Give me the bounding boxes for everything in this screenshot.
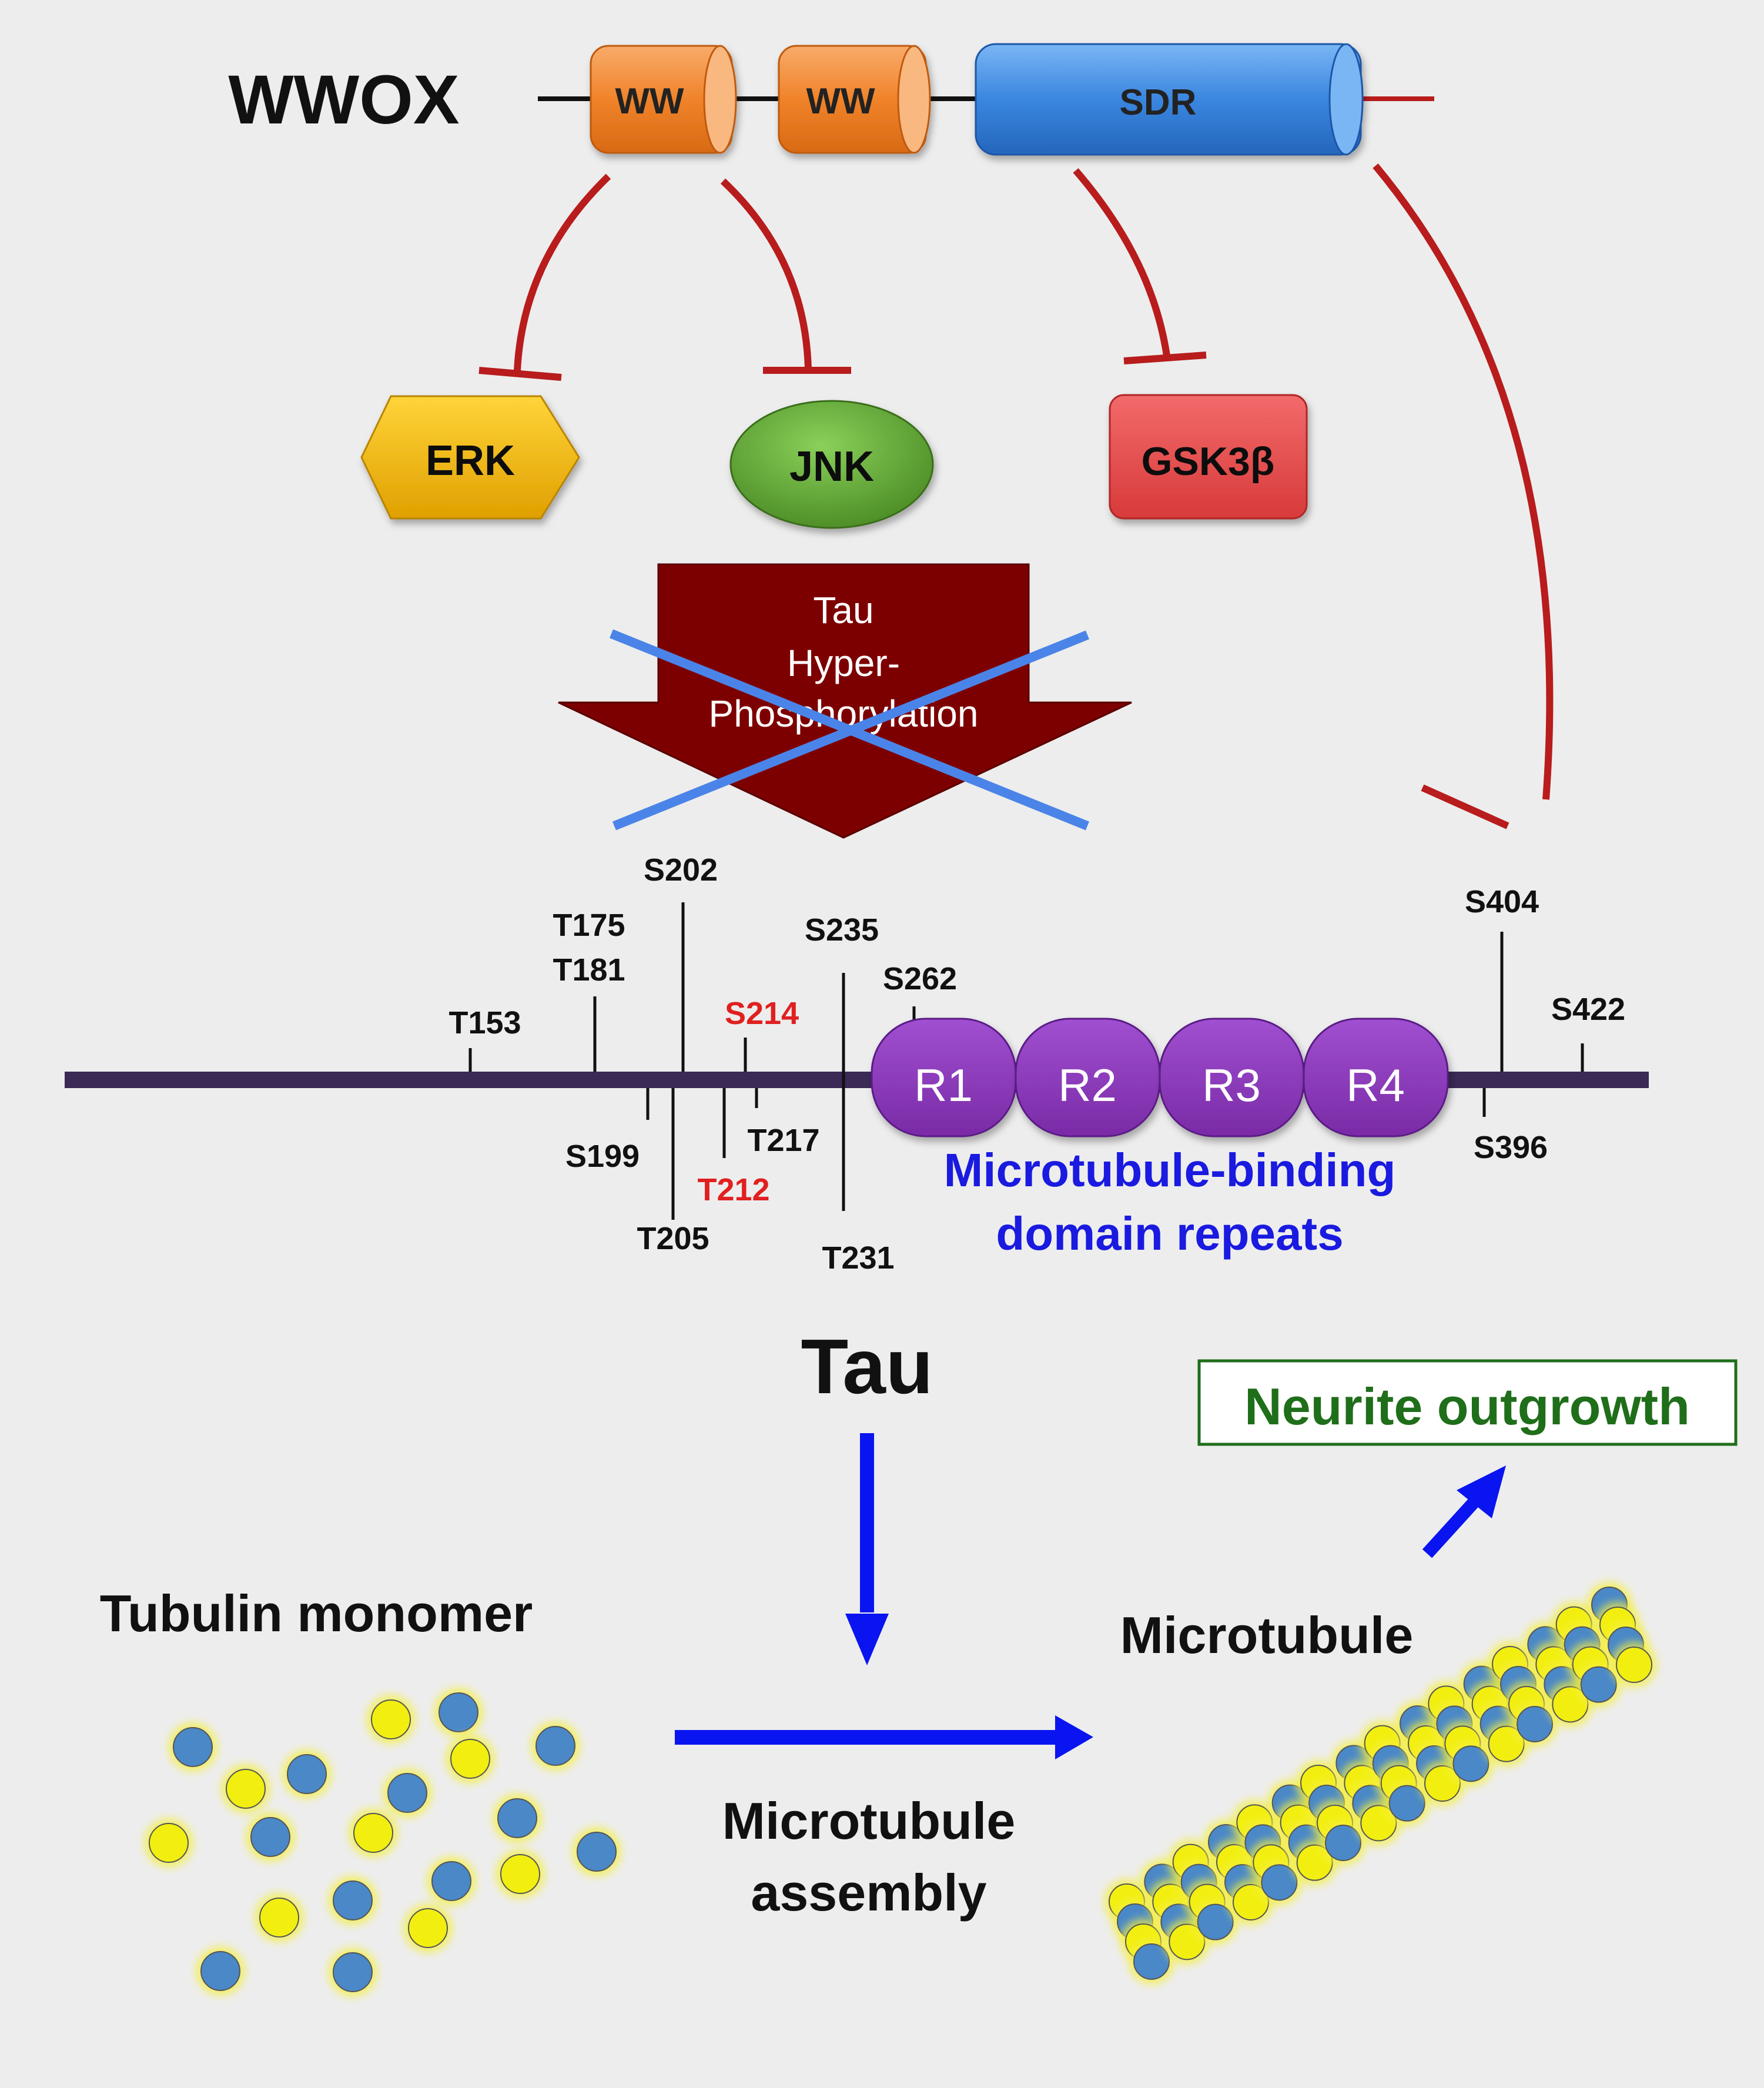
site-T175: T175 xyxy=(553,908,625,943)
site-S199: S199 xyxy=(565,1139,640,1174)
repeat-R3-label: R3 xyxy=(1202,1059,1261,1111)
inhibit-s404-bar xyxy=(1421,784,1509,829)
tubulin-monomer xyxy=(246,1812,295,1862)
mbd-label-line-1: Microtubule-binding xyxy=(944,1144,1396,1196)
site-T205: T205 xyxy=(637,1221,709,1256)
tubulin-monomer xyxy=(446,1734,495,1784)
microtubule-subunit xyxy=(1384,1780,1430,1826)
mbd-label-line-2: domain repeats xyxy=(996,1207,1343,1260)
wwox-label: WWOX xyxy=(228,61,459,139)
tubulin-monomer xyxy=(221,1764,270,1813)
tubulin-monomer xyxy=(493,1793,542,1843)
sdr-domain: SDR xyxy=(975,43,1364,156)
erk-kinase: ERK xyxy=(360,395,580,520)
microtubule-subunit xyxy=(1129,1939,1174,1985)
ww-domain-1: WW xyxy=(590,45,737,154)
site-T217: T217 xyxy=(747,1123,819,1158)
tubulin-monomer xyxy=(434,1688,483,1737)
outgrowth-arrow xyxy=(1422,1465,1506,1558)
tubulin-monomer xyxy=(196,1946,245,1996)
hyper-line-2: Hyper- xyxy=(787,642,900,684)
inhibit-erk-bar xyxy=(478,367,562,381)
ww-domain-1-label: WW xyxy=(615,81,684,122)
hyper-line-1: Tau xyxy=(813,589,873,631)
gsk3b-kinase: GSK3β xyxy=(1109,394,1308,520)
tubulin-monomer-label: Tubulin monomer xyxy=(100,1584,533,1642)
inhibit-jnk-arrow xyxy=(720,178,812,370)
site-T231: T231 xyxy=(822,1240,894,1276)
tubulin-monomer xyxy=(572,1827,621,1876)
blocked-cross xyxy=(610,629,1089,831)
ww-domain-2-label: WW xyxy=(806,81,875,122)
microtubule-subunit xyxy=(1256,1859,1303,1906)
tubulin-monomer xyxy=(366,1695,416,1744)
repeat-R1-label: R1 xyxy=(914,1059,973,1111)
jnk-label: JNK xyxy=(789,443,874,490)
tubulin-monomer xyxy=(496,1849,545,1899)
repeat-R2: R2 xyxy=(1015,1018,1161,1137)
site-S214: S214 xyxy=(725,996,799,1031)
site-S235: S235 xyxy=(805,912,879,948)
inhibit-erk-arrow xyxy=(514,173,611,371)
repeat-R1: R1 xyxy=(871,1018,1017,1137)
repeat-R2-label: R2 xyxy=(1058,1059,1117,1111)
tubulin-monomer xyxy=(328,1948,377,1997)
repeat-R4-label: R4 xyxy=(1346,1059,1405,1111)
tubulin-monomer xyxy=(328,1876,377,1925)
assembly-label-line-1: Microtubule xyxy=(722,1792,1016,1850)
tubulin-monomer xyxy=(427,1856,476,1906)
tubulin-monomer xyxy=(282,1749,332,1799)
tubulin-monomer xyxy=(403,1903,453,1953)
microtubule-subunit xyxy=(1575,1661,1622,1708)
tubulin-monomer xyxy=(168,1722,217,1772)
gsk3b-label: GSK3β xyxy=(1142,439,1275,484)
sdr-domain-label: SDR xyxy=(1120,82,1197,123)
tubulin-monomers xyxy=(144,1688,621,1997)
microtubule-subunit xyxy=(1512,1701,1558,1747)
tau-down-arrow xyxy=(845,1433,889,1665)
site-S202: S202 xyxy=(644,852,718,888)
assembly-label-line-2: assembly xyxy=(751,1863,986,1922)
site-S422: S422 xyxy=(1551,992,1625,1027)
phospho-site-ticks xyxy=(468,902,1584,1220)
inhibit-gsk-arrow xyxy=(1073,168,1170,356)
site-T153: T153 xyxy=(448,1005,521,1040)
phospho-sites-below: S199 T205 T212 T217 T231 S396 xyxy=(565,1123,1548,1276)
phospho-sites-above: T153 T175 T181 S202 S214 S235 S262 S404 … xyxy=(448,852,1625,1040)
tubulin-monomer xyxy=(255,1893,304,1942)
neurite-outgrowth-box: Neurite outgrowth xyxy=(1197,1359,1738,1446)
repeat-R3: R3 xyxy=(1159,1018,1305,1137)
microtubule-subunit xyxy=(1192,1899,1239,1945)
assembly-arrow xyxy=(675,1715,1093,1759)
tubulin-monomer xyxy=(349,1808,398,1858)
repeat-R4: R4 xyxy=(1303,1018,1449,1137)
microtubule-subunit xyxy=(1611,1642,1657,1688)
tau-label: Tau xyxy=(801,1323,933,1410)
site-S262: S262 xyxy=(883,961,957,996)
microtubule-polymer xyxy=(1104,1582,1657,1985)
neurite-outgrowth-label: Neurite outgrowth xyxy=(1244,1377,1690,1436)
microtubule-subunit xyxy=(1320,1820,1366,1866)
inhibition-arrows xyxy=(478,163,1554,829)
tubulin-monomer xyxy=(383,1768,432,1818)
inhibit-s404-arrow xyxy=(1373,163,1554,800)
ww-domain-2: WW xyxy=(778,45,931,154)
site-T181: T181 xyxy=(553,952,625,988)
site-S396: S396 xyxy=(1474,1130,1548,1165)
erk-label: ERK xyxy=(426,437,515,484)
microtubule-subunit xyxy=(1448,1741,1494,1787)
site-S404: S404 xyxy=(1465,884,1539,919)
microtubule-label: Microtubule xyxy=(1120,1606,1414,1664)
hyperphosphorylation-arrow: Tau Hyper- Phosphorylation xyxy=(558,563,1132,839)
jnk-kinase: JNK xyxy=(729,400,934,529)
tubulin-monomer xyxy=(531,1721,580,1771)
site-T212: T212 xyxy=(697,1172,769,1207)
tubulin-monomer xyxy=(144,1818,193,1868)
inhibit-gsk-bar xyxy=(1123,352,1207,364)
